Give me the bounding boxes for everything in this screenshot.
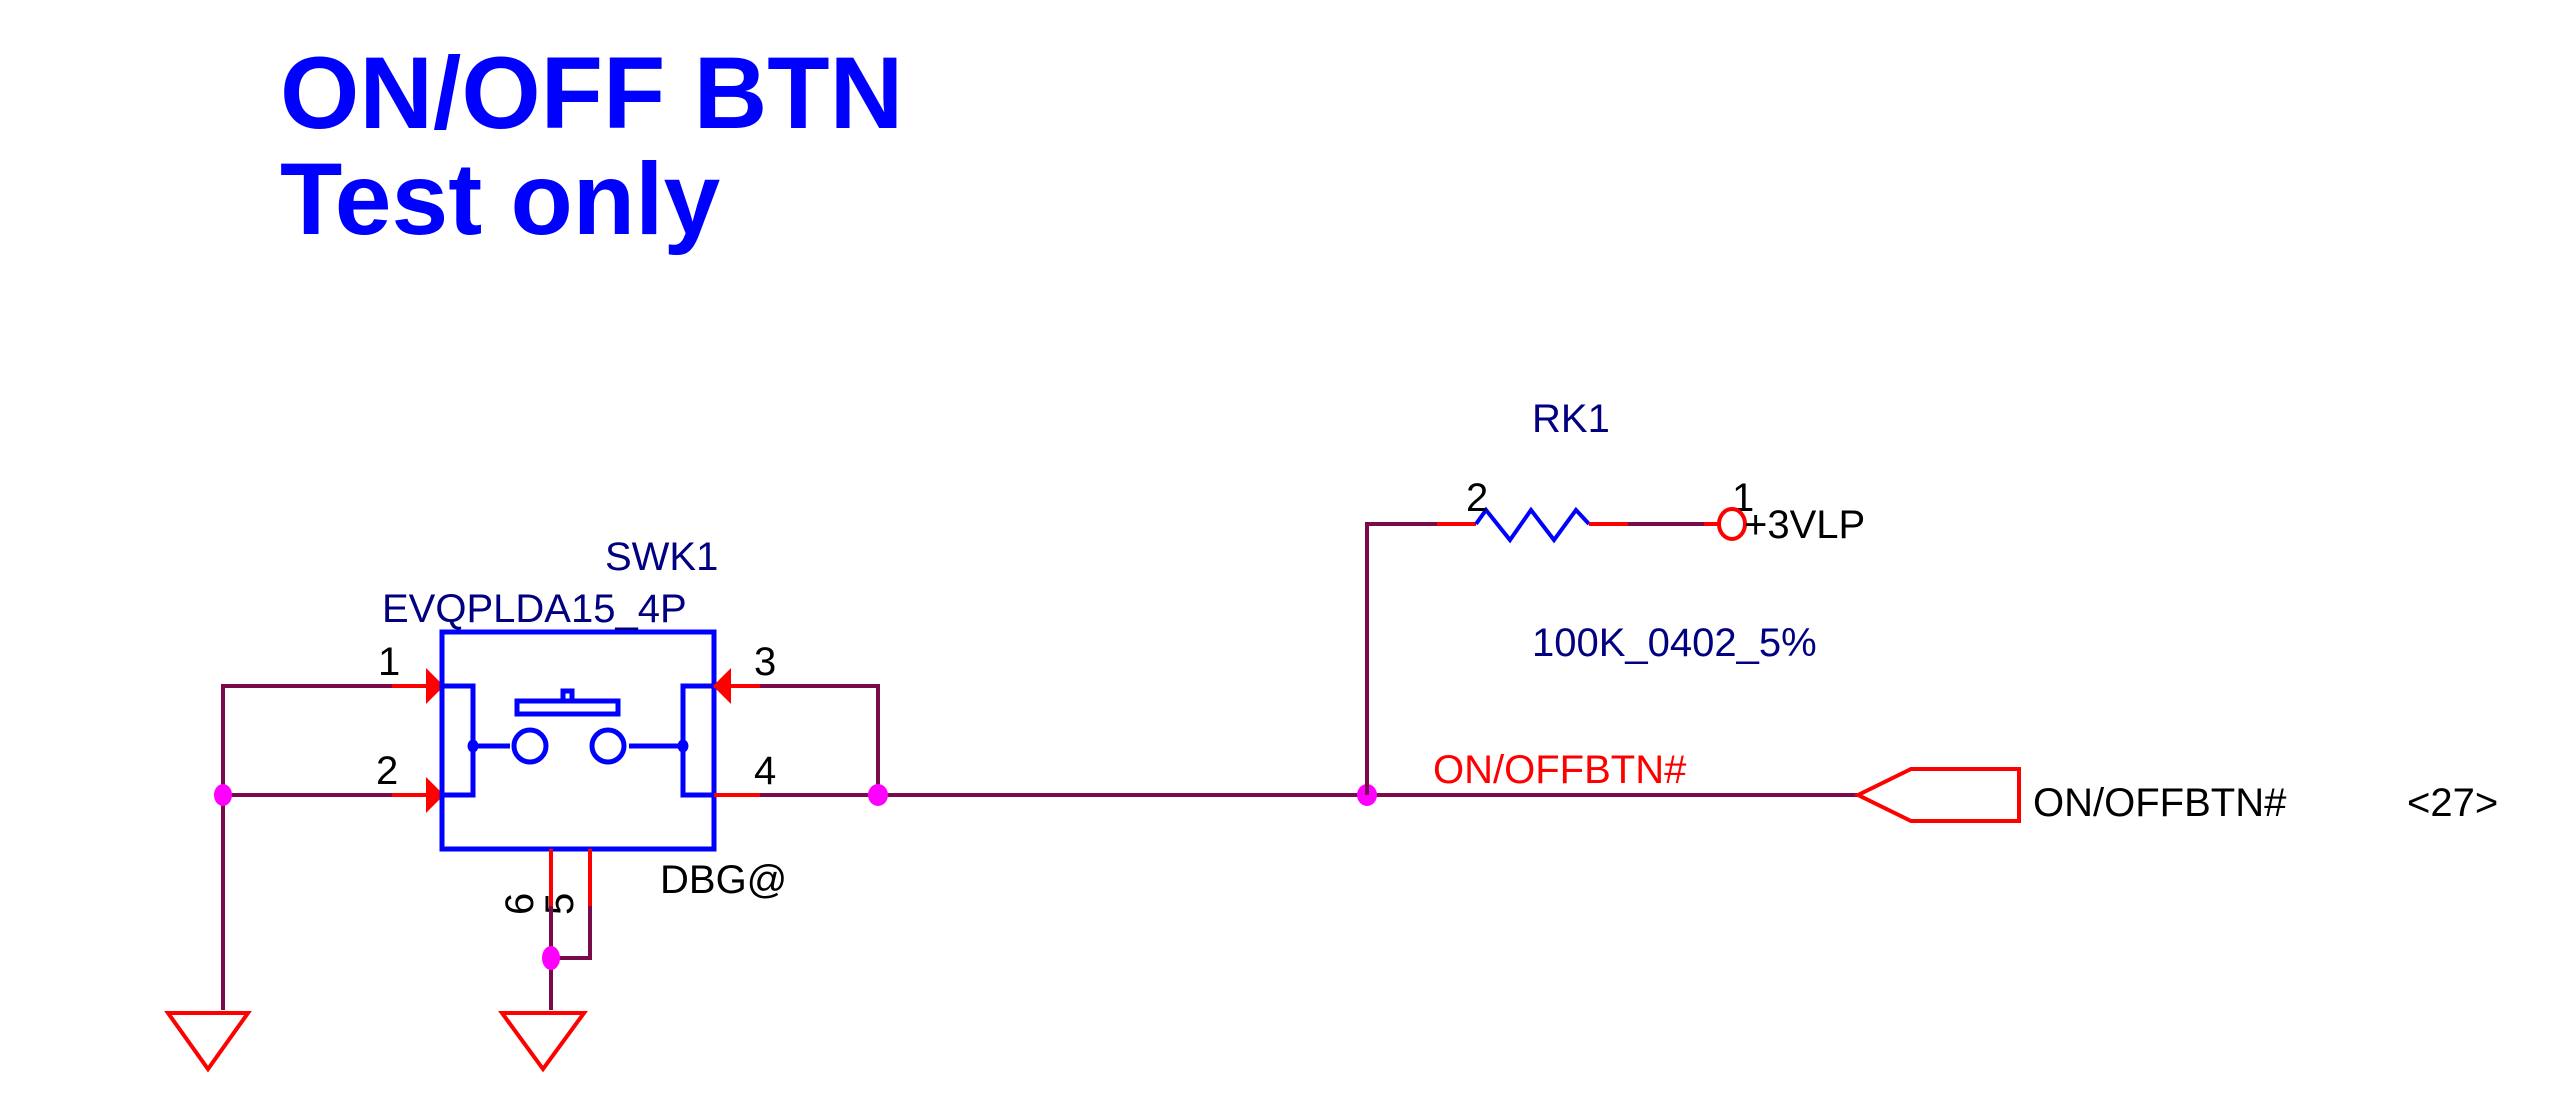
switch-terminal-left	[511, 727, 549, 765]
switch-pin-3: 3	[754, 640, 776, 684]
net-onoffbtn: ON/OFFBTN#	[713, 668, 1858, 806]
resistor-rk1[interactable]: RK1 100K_0402_5% 2 1	[1365, 397, 1817, 795]
switch-pin-1: 1	[378, 640, 400, 684]
switch-contact-right	[680, 683, 714, 798]
pin2-arrow-icon	[426, 777, 444, 813]
switch-pin-6: 6	[498, 893, 542, 915]
wire-pin3	[760, 684, 880, 795]
resistor-pin-2: 2	[1466, 476, 1488, 520]
resistor-refdes: RK1	[1532, 397, 1610, 441]
switch-pin-2: 2	[376, 749, 398, 793]
resistor-zigzag-icon	[1474, 506, 1591, 544]
net-label: ON/OFFBTN#	[1433, 748, 1687, 792]
ground-icon	[164, 1011, 252, 1073]
switch-part-number: EVQPLDA15_4P	[382, 587, 687, 631]
title-line-2: Test only	[280, 142, 721, 256]
pin1-arrow-icon	[426, 668, 444, 704]
wire-resistor	[1365, 522, 1437, 795]
switch-variant: DBG@	[660, 858, 787, 902]
net-gnd-left	[214, 668, 444, 1010]
wire-pin1	[221, 684, 392, 1010]
switch-refdes: SWK1	[605, 535, 718, 579]
switch-body	[439, 629, 717, 852]
power-port-icon	[1717, 507, 1747, 541]
power-port-3vlp: +3VLP	[1717, 503, 1865, 547]
pin3-arrow-icon	[713, 668, 731, 704]
net-gnd-middle	[542, 849, 592, 1010]
junction-dot-left	[214, 784, 232, 806]
switch-contact-left	[442, 683, 476, 798]
switch-terminal-right	[589, 727, 627, 765]
resistor-value: 100K_0402_5%	[1532, 621, 1817, 665]
ground-icon	[498, 1011, 588, 1073]
switch-pin-4: 4	[754, 749, 776, 793]
offpage-connector[interactable]: ON/OFFBTN# <27>	[1853, 767, 2498, 825]
offpage-net-name: ON/OFFBTN#	[2033, 781, 2287, 825]
sheet-title: ON/OFF BTN Test only	[280, 40, 903, 252]
title-line-1: ON/OFF BTN	[280, 36, 904, 150]
switch-pin-5: 5	[538, 893, 582, 915]
junction-dot-switch	[868, 784, 888, 806]
junction-dot-ground	[542, 946, 560, 970]
offpage-arrow-icon	[1853, 767, 2021, 823]
power-port-label: +3VLP	[1744, 503, 1865, 547]
switch-swk1[interactable]: SWK1 EVQPLDA15_4P DBG@ 1 2 3 4 5 6	[376, 535, 787, 915]
offpage-page-ref[interactable]: <27>	[2407, 781, 2498, 825]
